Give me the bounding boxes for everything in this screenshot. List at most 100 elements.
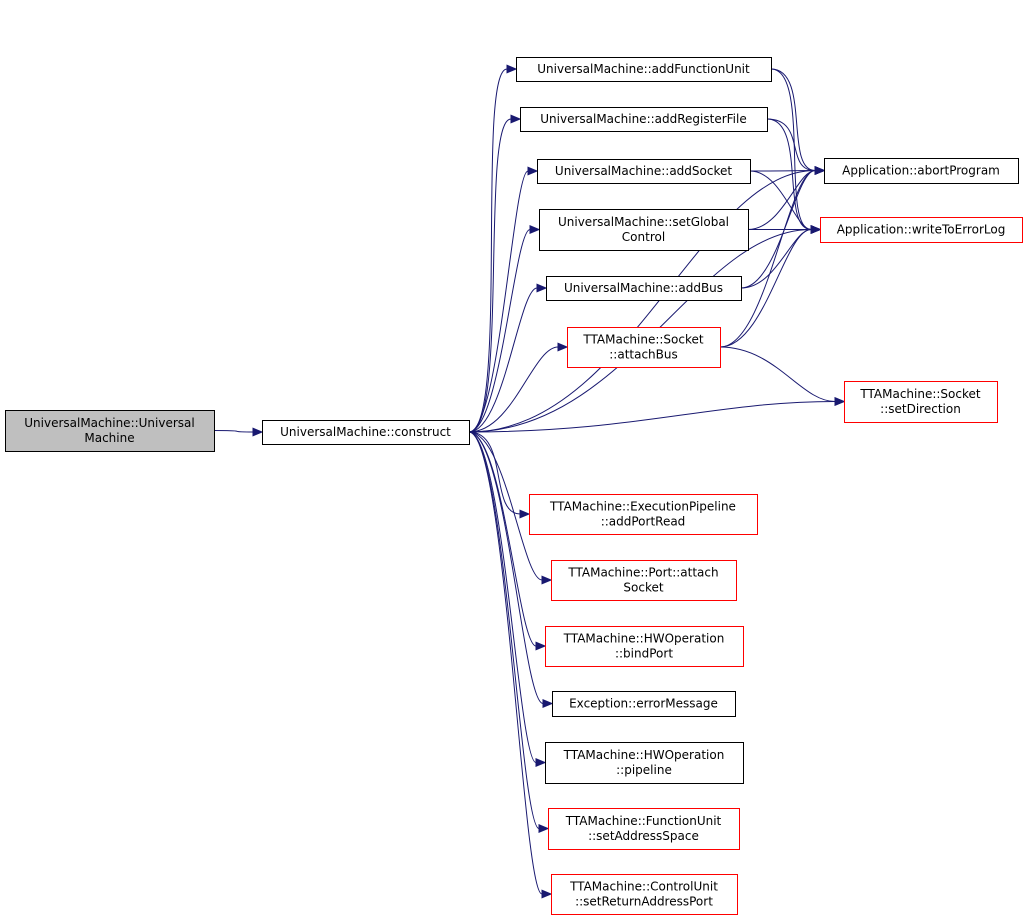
node-label-attach-bus-line-1: TTAMachine::Socket [582, 333, 704, 347]
node-label-attach-socket-line-1: TTAMachine::Port::attach [567, 566, 718, 580]
edge-construct-to-set-gc [468, 229, 531, 433]
node-box-set-gc[interactable] [539, 209, 749, 251]
node-label-um-ctor-line-2: Machine [84, 431, 134, 445]
node-box-error-message[interactable] [552, 691, 736, 717]
arrowhead-construct-to-add-port-read [519, 509, 531, 519]
node-box-pipeline[interactable] [545, 742, 744, 784]
edge-construct-to-add-bus [468, 287, 538, 433]
edges-layer [213, 64, 846, 899]
edge-add-bus-to-write-to-error-log [740, 229, 812, 289]
node-box-add-fu[interactable] [516, 57, 772, 82]
node-box-set-address-space[interactable] [548, 808, 740, 850]
node-label-pipeline-line-1: TTAMachine::HWOperation [563, 748, 725, 762]
node-label-abort-program-line-1: Application::abortProgram [842, 164, 1000, 178]
node-attach-bus[interactable]: TTAMachine::Socket::attachBus [567, 327, 721, 368]
node-label-um-ctor-line-1: UniversalMachine::Universal [24, 416, 194, 430]
node-um-ctor[interactable]: UniversalMachine::UniversalMachine [5, 410, 215, 452]
node-box-abort-program[interactable] [824, 158, 1019, 184]
node-bind-port[interactable]: TTAMachine::HWOperation::bindPort [545, 626, 744, 667]
node-label-add-port-read-line-2: ::addPortRead [601, 515, 686, 529]
node-box-add-bus[interactable] [546, 276, 742, 301]
node-add-rf[interactable]: UniversalMachine::addRegisterFile [520, 107, 768, 132]
edge-construct-to-set-direction [468, 401, 836, 433]
node-set-address-space[interactable]: TTAMachine::FunctionUnit::setAddressSpac… [548, 808, 740, 850]
node-box-set-direction[interactable] [844, 381, 998, 423]
arrowhead-construct-to-attach-socket [541, 575, 553, 585]
edge-attach-bus-to-write-to-error-log [719, 229, 812, 348]
node-add-port-read[interactable]: TTAMachine::ExecutionPipeline::addPortRe… [529, 494, 758, 535]
node-label-set-gc-line-1: UniversalMachine::setGlobal [558, 215, 729, 229]
node-label-bind-port-line-2: ::bindPort [615, 647, 673, 661]
node-pipeline[interactable]: TTAMachine::HWOperation::pipeline [545, 742, 744, 784]
node-construct[interactable]: UniversalMachine::construct [262, 420, 470, 445]
arrowhead-construct-to-set-address-space [538, 823, 550, 834]
edge-attach-bus-to-set-direction [719, 346, 836, 402]
node-label-add-fu-line-1: UniversalMachine::addFunctionUnit [537, 62, 750, 76]
edge-attach-bus-to-abort-program [719, 170, 816, 348]
node-box-add-rf[interactable] [520, 107, 768, 132]
edge-add-socket-to-write-to-error-log [749, 170, 812, 230]
edge-construct-to-set-return-address-port [468, 431, 543, 895]
node-set-return-address-port[interactable]: TTAMachine::ControlUnit::setReturnAddres… [551, 874, 738, 915]
node-write-to-error-log[interactable]: Application::writeToErrorLog [820, 217, 1023, 243]
node-add-bus[interactable]: UniversalMachine::addBus [546, 276, 742, 301]
node-box-set-return-address-port[interactable] [551, 874, 738, 915]
edge-construct-to-add-socket [468, 170, 529, 433]
edge-add-rf-to-write-to-error-log [766, 118, 812, 230]
arrowhead-um-ctor-to-construct [252, 427, 264, 437]
arrowhead-construct-to-bind-port [535, 641, 547, 651]
edge-add-socket-to-abort-program [749, 170, 816, 172]
edge-construct-to-error-message [468, 431, 544, 704]
node-set-direction[interactable]: TTAMachine::Socket::setDirection [844, 381, 998, 423]
node-box-attach-bus[interactable] [567, 327, 721, 368]
edge-construct-to-pipeline [468, 431, 537, 763]
node-label-write-to-error-log-line-1: Application::writeToErrorLog [837, 223, 1006, 237]
node-abort-program[interactable]: Application::abortProgram [824, 158, 1019, 184]
node-label-set-direction-line-1: TTAMachine::Socket [859, 387, 981, 401]
node-add-fu[interactable]: UniversalMachine::addFunctionUnit [516, 57, 772, 82]
node-label-attach-socket-line-2: Socket [623, 581, 663, 595]
node-label-add-rf-line-1: UniversalMachine::addRegisterFile [540, 112, 746, 126]
node-label-bind-port-line-1: TTAMachine::HWOperation [563, 632, 725, 646]
node-label-attach-bus-line-2: ::attachBus [609, 348, 678, 362]
node-label-set-return-address-port-line-1: TTAMachine::ControlUnit [569, 880, 718, 894]
arrowhead-construct-to-add-fu [506, 64, 518, 74]
edge-construct-to-add-port-read [468, 431, 521, 515]
arrowhead-construct-to-set-return-address-port [541, 889, 553, 899]
arrowhead-attach-bus-to-set-direction [834, 396, 846, 407]
edge-add-rf-to-abort-program [766, 118, 816, 171]
node-box-um-ctor[interactable] [5, 410, 215, 452]
arrowhead-construct-to-set-gc [529, 224, 541, 235]
arrowhead-construct-to-add-bus [536, 283, 548, 293]
node-add-socket[interactable]: UniversalMachine::addSocket [537, 159, 751, 184]
edge-construct-to-add-fu [468, 68, 508, 433]
node-label-set-address-space-line-1: TTAMachine::FunctionUnit [565, 814, 722, 828]
edge-construct-to-abort-program [468, 170, 816, 433]
edge-construct-to-attach-bus [468, 346, 559, 433]
node-label-pipeline-line-2: ::pipeline [616, 763, 672, 777]
node-box-write-to-error-log[interactable] [820, 217, 1023, 243]
arrowhead-construct-to-attach-bus [557, 342, 569, 352]
edge-add-fu-to-write-to-error-log [770, 68, 812, 230]
edge-add-fu-to-abort-program [770, 68, 816, 171]
node-box-add-port-read[interactable] [529, 494, 758, 535]
node-label-set-gc-line-2: Control [622, 230, 665, 244]
node-box-attach-socket[interactable] [551, 560, 737, 601]
arrowhead-construct-to-add-socket [527, 166, 539, 176]
node-box-construct[interactable] [262, 420, 470, 445]
node-label-set-direction-line-2: ::setDirection [880, 402, 961, 416]
edge-construct-to-set-address-space [468, 431, 540, 829]
node-label-construct-line-1: UniversalMachine::construct [280, 425, 451, 439]
node-label-set-address-space-line-2: ::setAddressSpace [588, 829, 699, 843]
node-label-add-socket-line-1: UniversalMachine::addSocket [555, 164, 732, 178]
node-label-add-bus-line-1: UniversalMachine::addBus [564, 281, 723, 295]
node-box-bind-port[interactable] [545, 626, 744, 667]
node-box-add-socket[interactable] [537, 159, 751, 184]
arrowhead-attach-bus-to-abort-program [814, 165, 826, 176]
node-error-message[interactable]: Exception::errorMessage [552, 691, 736, 717]
node-label-set-return-address-port-line-2: ::setReturnAddressPort [575, 895, 713, 909]
